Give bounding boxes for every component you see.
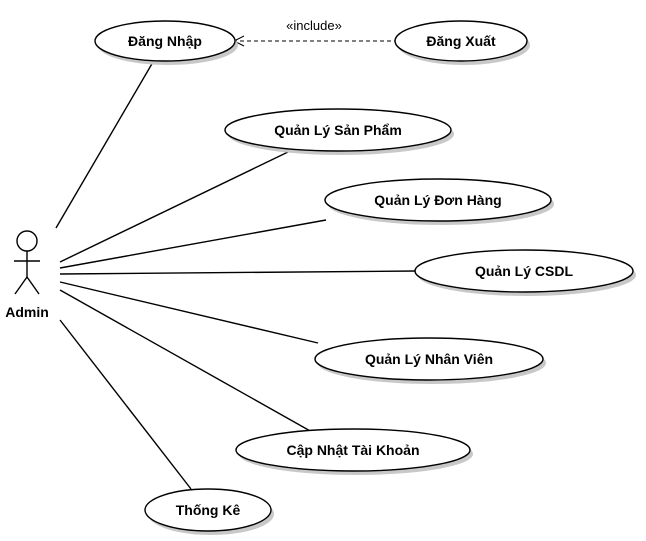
use-case-orders-label: Quản Lý Đơn Hàng xyxy=(374,192,501,208)
use-case-logout[interactable]: Đăng Xuất xyxy=(394,20,530,65)
actor-label: Admin xyxy=(5,304,49,320)
include-label: «include» xyxy=(286,18,342,33)
actor-head xyxy=(16,230,38,252)
use-case-login-label: Đăng Nhập xyxy=(128,33,202,49)
use-case-orders[interactable]: Quản Lý Đơn Hàng xyxy=(324,178,554,225)
use-case-products[interactable]: Quản Lý Sản Phẩm xyxy=(224,108,454,155)
actor-right-leg xyxy=(26,276,40,295)
actor-left-leg xyxy=(14,276,28,295)
use-case-account-label: Cập Nhật Tài Khoản xyxy=(286,442,419,458)
assoc-login xyxy=(55,61,154,229)
assoc-products xyxy=(59,151,289,263)
assoc-account xyxy=(59,289,313,433)
assoc-stats xyxy=(59,319,192,490)
use-case-database[interactable]: Quản Lý CSDL xyxy=(414,249,636,296)
use-case-account[interactable]: Cập Nhật Tài Khoản xyxy=(235,428,473,475)
use-case-logout-label: Đăng Xuất xyxy=(426,33,496,49)
assoc-staff xyxy=(59,281,319,344)
use-case-staff[interactable]: Quản Lý Nhân Viên xyxy=(314,337,546,384)
use-case-staff-label: Quản Lý Nhân Viên xyxy=(365,351,493,367)
use-case-login[interactable]: Đăng Nhập xyxy=(94,20,238,65)
actor-admin[interactable]: Admin xyxy=(5,230,49,320)
assoc-orders xyxy=(59,219,327,269)
use-case-stats-label: Thống Kê xyxy=(176,502,241,518)
use-case-products-label: Quản Lý Sản Phẩm xyxy=(274,122,402,138)
use-case-database-label: Quản Lý CSDL xyxy=(475,263,573,279)
assoc-database xyxy=(59,270,417,275)
use-case-stats[interactable]: Thống Kê xyxy=(144,488,274,535)
